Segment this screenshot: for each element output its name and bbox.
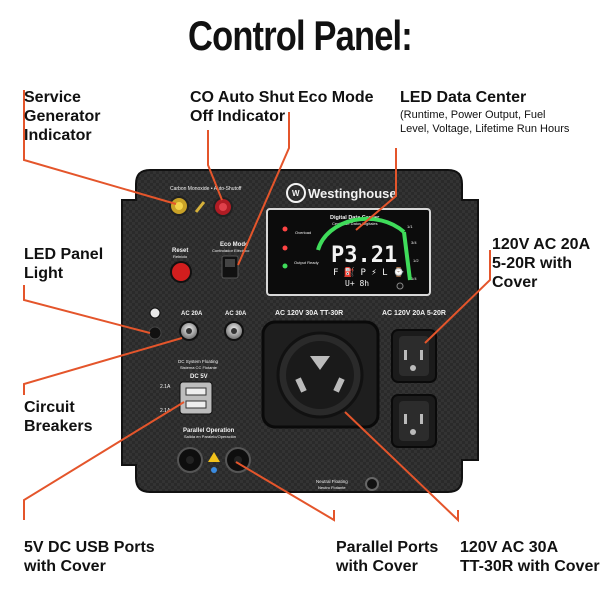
led-panel-light bbox=[149, 307, 161, 319]
westinghouse-logo-icon bbox=[286, 183, 306, 203]
svg-text:AC 30A: AC 30A bbox=[225, 311, 247, 317]
svg-text:Salida en Paralelo/Operación: Salida en Paralelo/Operación bbox=[184, 434, 236, 439]
svg-text:2.1A: 2.1A bbox=[160, 384, 171, 390]
eco-mode-panel-label: Eco Mode bbox=[220, 242, 249, 248]
svg-text:W: W bbox=[292, 189, 300, 198]
callout-usb-ports: 5V DC USB Ports with Cover bbox=[24, 539, 155, 575]
line-led-panel-light bbox=[23, 285, 151, 334]
svg-text:1/4: 1/4 bbox=[411, 276, 417, 281]
svg-text:Controlador Eléctrico: Controlador Eléctrico bbox=[212, 248, 250, 253]
svg-text:2.1A: 2.1A bbox=[160, 408, 171, 414]
wrench-icon bbox=[194, 201, 206, 213]
brand-name: Westinghouse bbox=[308, 186, 397, 201]
svg-text:Neutral Floating: Neutral Floating bbox=[316, 479, 348, 484]
callout-service-generator: Service Generator Indicator bbox=[24, 89, 101, 144]
usb-port-2[interactable] bbox=[185, 400, 207, 409]
usb-port-1[interactable] bbox=[185, 387, 207, 396]
callout-led-data-center-detail: (Runtime, Power Output, Fuel Level, Volt… bbox=[400, 109, 570, 135]
callout-led-data-center: LED Data Center bbox=[400, 89, 527, 106]
svg-text:1/1: 1/1 bbox=[407, 224, 413, 229]
panel-screw bbox=[148, 326, 162, 340]
line-eco-mode bbox=[237, 112, 290, 266]
callout-eco-mode: Eco Mode bbox=[298, 89, 374, 106]
reset-label: Reset bbox=[172, 248, 188, 254]
svg-text:3/4: 3/4 bbox=[411, 240, 417, 245]
page-title: Control Panel: bbox=[188, 12, 413, 59]
callout-lines bbox=[23, 90, 491, 523]
callout-led-panel-light: LED Panel Light bbox=[24, 246, 104, 282]
svg-text:1/2: 1/2 bbox=[413, 258, 419, 263]
line-ac20a bbox=[424, 250, 491, 344]
lcd-readout: P3.21 bbox=[331, 243, 397, 268]
callout-ac30a-outlet: 120V AC 30A TT-30R with Cover bbox=[460, 539, 600, 575]
callout-parallel-ports: Parallel Ports with Cover bbox=[336, 539, 439, 575]
callout-co-shutoff: CO Auto Shut Off Indicator bbox=[190, 89, 295, 125]
svg-text:Output Ready: Output Ready bbox=[294, 260, 319, 265]
svg-text:F ⛽ P ⚡ L ⌚: F ⛽ P ⚡ L ⌚ bbox=[333, 266, 404, 278]
svg-text:Reinicio: Reinicio bbox=[173, 254, 188, 259]
line-led-data-center bbox=[355, 148, 397, 231]
line-parallel bbox=[235, 461, 335, 522]
reset-button[interactable] bbox=[170, 261, 192, 283]
svg-text:DC System Floating: DC System Floating bbox=[178, 359, 219, 364]
svg-text:DC 5V: DC 5V bbox=[190, 374, 208, 380]
svg-text:Overload: Overload bbox=[295, 230, 311, 235]
svg-text:AC 20A: AC 20A bbox=[181, 311, 203, 317]
warning-icon bbox=[208, 452, 220, 462]
svg-text:Sistema CC Flotante: Sistema CC Flotante bbox=[180, 365, 218, 370]
co-label: Carbon Monoxide • Auto-Shutoff bbox=[170, 186, 242, 192]
svg-text:U+ 8h: U+ 8h bbox=[345, 279, 369, 288]
callout-ac20a-outlet: 120V AC 20A 5-20R with Cover bbox=[492, 236, 591, 291]
callout-circuit-breakers: Circuit Breakers bbox=[24, 399, 93, 435]
svg-text:Centro de Datos Digitales: Centro de Datos Digitales bbox=[332, 221, 378, 226]
line-usb bbox=[23, 401, 185, 520]
svg-text:Neutro Flotante: Neutro Flotante bbox=[318, 485, 346, 490]
line-ac30a bbox=[344, 411, 459, 523]
svg-text:AC 120V 20A 5-20R: AC 120V 20A 5-20R bbox=[382, 310, 446, 317]
usb-port-cover bbox=[179, 381, 213, 415]
ground-terminal[interactable] bbox=[365, 477, 379, 491]
line-circuit-breakers bbox=[23, 337, 183, 395]
svg-text:AC 120V 30A TT-30R: AC 120V 30A TT-30R bbox=[275, 310, 343, 317]
svg-text:Parallel Operation: Parallel Operation bbox=[183, 428, 235, 434]
line-service-generator bbox=[23, 90, 177, 205]
line-co-shutoff bbox=[207, 130, 223, 201]
